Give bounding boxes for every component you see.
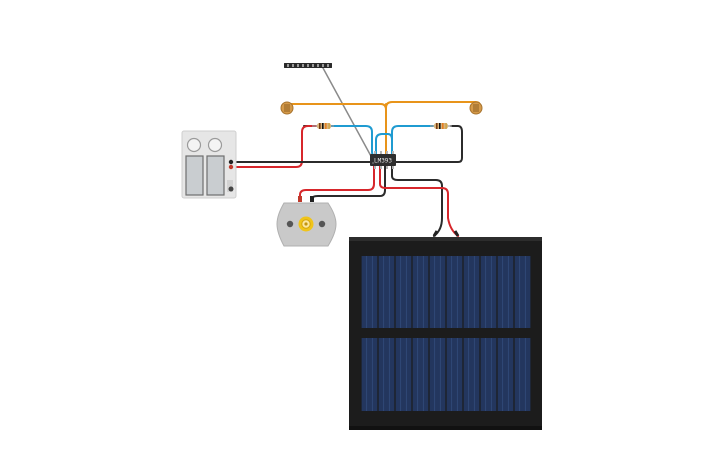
ic-chip-icon[interactable]: LM393 bbox=[370, 151, 396, 169]
solar-cell bbox=[412, 256, 429, 328]
dc-motor-icon[interactable] bbox=[276, 196, 337, 247]
solar-cell bbox=[361, 338, 378, 411]
pin-header-icon[interactable] bbox=[284, 63, 332, 68]
battery-knob-right bbox=[207, 137, 223, 153]
resistor-left[interactable] bbox=[312, 123, 334, 129]
solar-cell bbox=[514, 256, 531, 328]
solar-cell bbox=[463, 338, 480, 411]
battery-knob-left bbox=[186, 137, 202, 153]
solar-cell bbox=[480, 338, 497, 411]
wire-blue-right[interactable] bbox=[391, 125, 434, 157]
solar-cell bbox=[361, 256, 378, 328]
solar-cell bbox=[446, 256, 463, 328]
battery-terminal-pos[interactable] bbox=[228, 164, 234, 170]
solar-cell bbox=[463, 256, 480, 328]
solar-cell bbox=[497, 256, 514, 328]
solar-cell bbox=[446, 338, 463, 411]
solar-cell bbox=[412, 338, 429, 411]
wire-blue-mid[interactable] bbox=[375, 133, 393, 157]
wire-red-motor[interactable] bbox=[299, 165, 375, 201]
wire-black-solar[interactable] bbox=[391, 165, 443, 237]
solar-cell bbox=[378, 256, 395, 328]
solar-cell-grid bbox=[361, 256, 531, 411]
wire-black-right[interactable] bbox=[395, 125, 463, 163]
solar-cell bbox=[480, 256, 497, 328]
solar-cell bbox=[395, 338, 412, 411]
resistor-right[interactable] bbox=[430, 123, 452, 129]
wire-red-solar[interactable] bbox=[379, 165, 459, 237]
solar-cell bbox=[395, 256, 412, 328]
solar-cell bbox=[497, 338, 514, 411]
wire-orange-top[interactable] bbox=[286, 101, 481, 111]
photoresistor-right[interactable] bbox=[469, 101, 483, 115]
wire-red-battery[interactable] bbox=[231, 125, 317, 168]
solar-cell bbox=[429, 338, 446, 411]
battery-cell-right bbox=[206, 155, 225, 196]
solar-cell bbox=[514, 338, 531, 411]
wires bbox=[231, 67, 481, 237]
battery-cell-left bbox=[185, 155, 204, 196]
battery-pack-icon[interactable] bbox=[181, 130, 237, 199]
solar-cell bbox=[378, 338, 395, 411]
solar-panel-icon[interactable] bbox=[349, 230, 542, 430]
ic-label: LM393 bbox=[374, 158, 392, 165]
battery-terminal-neg[interactable] bbox=[228, 159, 234, 165]
wire-gray-header[interactable] bbox=[322, 67, 373, 159]
photoresistor-left[interactable] bbox=[280, 101, 294, 115]
solar-cell bbox=[429, 256, 446, 328]
